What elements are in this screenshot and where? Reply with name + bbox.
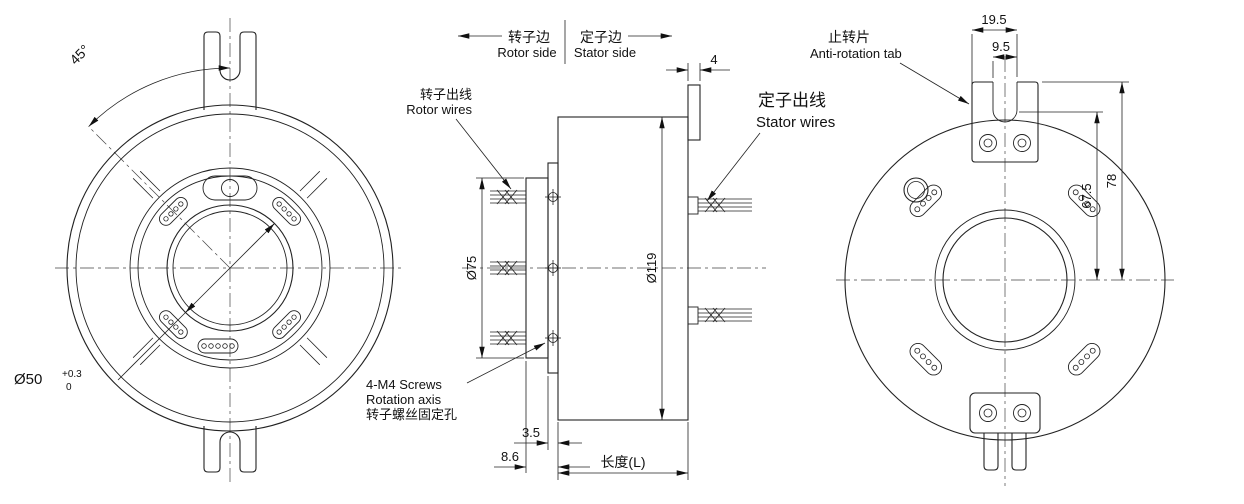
rotor-side-label-en: Rotor side: [497, 45, 556, 60]
rear-bottom-bracket: [969, 392, 1041, 471]
stator-wires-label-en: Stator wires: [756, 114, 835, 131]
rear-cable-hole: [903, 177, 929, 203]
stator-side-label-cn: 定子边: [580, 29, 622, 45]
front-view: 45° Ø50 +0.3 0: [14, 18, 405, 484]
stator-wire-bundles: [698, 197, 752, 323]
length-dimension: 长度(L): [557, 422, 689, 480]
slot-width-label: 9.5: [992, 39, 1010, 54]
anti-rotation-tab-label-en: Anti-rotation tab: [810, 46, 902, 61]
front-diagonal-hatch-marks: [132, 170, 328, 366]
screw-note-callout: 4-M4 Screws Rotation axis 转子螺丝固定孔: [366, 342, 546, 422]
flange-thickness-dimension: 3.5: [514, 376, 582, 450]
stator-housing-body: [557, 116, 689, 421]
stator-wires-callout: 定子出线 Stator wires: [706, 91, 835, 202]
front-rim-circle: [75, 113, 385, 423]
rotor-side-label-cn: 转子边: [508, 29, 550, 45]
front-top-fork-tab: [203, 31, 257, 110]
front-wire-slot-bottom: [197, 338, 239, 354]
rotor-wires-label-cn: 转子出线: [420, 87, 472, 102]
bore-dimension-label: Ø50: [14, 371, 42, 388]
stator-wire-nub-upper: [687, 196, 699, 215]
side-view: 转子边 Rotor side 定子边 Stator side: [366, 20, 835, 480]
front-diagonal-centerline: [89, 127, 231, 269]
rotor-wires-label-en: Rotor wires: [406, 102, 472, 117]
slot-height-label: 67.5: [1079, 183, 1094, 208]
front-wire-slot-upper-left: [159, 197, 188, 226]
rear-view: 止转片 Anti-rotation tab 19.5 9.5 67.5: [810, 12, 1174, 486]
bore-diameter-dimension: Ø50 +0.3 0: [14, 223, 275, 393]
screw-note-line1: 4-M4 Screws: [366, 377, 442, 392]
rear-wire-slot-upper-left: [909, 184, 943, 218]
flange-thickness-label: 3.5: [522, 425, 540, 440]
stator-side-label-en: Stator side: [574, 45, 636, 60]
rear-bore-circle-inner: [942, 217, 1068, 343]
slot-width-dimension: 9.5: [992, 39, 1017, 78]
rotor-wires-callout: 转子出线 Rotor wires: [406, 87, 512, 190]
tab-height-dimension: 78: [1042, 81, 1129, 280]
rear-wire-slot-lower-right: [1067, 342, 1101, 376]
rear-bore-circle-outer: [934, 209, 1076, 351]
length-label: 长度(L): [600, 454, 645, 470]
rotor-hub-diameter-label: Ø75: [464, 256, 479, 281]
front-hub-circle-outer: [129, 167, 331, 369]
angle-dimension-45: 45°: [66, 41, 231, 127]
tab-width-label: 19.5: [981, 12, 1006, 27]
rotor-flange-screws: [545, 189, 561, 346]
slot-height-dimension: 67.5: [1019, 111, 1103, 280]
side-header: 转子边 Rotor side 定子边 Stator side: [458, 20, 672, 64]
hub-depth-label: 8.6: [501, 449, 519, 464]
screw-note-line2: Rotation axis: [366, 392, 442, 407]
body-diameter-label: Ø119: [644, 253, 659, 284]
screw-note-line3: 转子螺丝固定孔: [366, 407, 457, 422]
bore-tolerance-lower: 0: [66, 382, 72, 393]
hub-depth-dimension: 8.6: [494, 361, 590, 473]
stator-wire-nub-lower: [687, 306, 699, 325]
stator-wires-label-cn: 定子出线: [758, 91, 826, 110]
tab-thickness-label: 4: [710, 52, 717, 67]
front-bottom-fork-tab: [203, 426, 257, 473]
angle-dimension-label: 45°: [66, 41, 92, 67]
rear-outer-circle: [844, 119, 1166, 441]
front-wire-slot-lower-left: [159, 310, 188, 339]
front-top-obround-window: [202, 175, 258, 201]
rotor-hub-diameter-dimension: Ø75: [464, 177, 524, 359]
body-diameter-dimension: Ø119: [644, 117, 665, 420]
front-bore-circle: [166, 204, 294, 332]
bore-tolerance-upper: +0.3: [62, 369, 82, 380]
tab-thickness-dimension: 4: [666, 52, 730, 81]
rear-wire-slot-lower-left: [909, 342, 943, 376]
tab-width-dimension: 19.5: [971, 12, 1018, 92]
front-wire-slot-lower-right: [272, 310, 301, 339]
anti-rotation-tab-callout: 止转片 Anti-rotation tab: [810, 29, 970, 105]
anti-rotation-tab-side: [687, 84, 701, 141]
anti-rotation-tab-label-cn: 止转片: [828, 29, 870, 45]
rotor-wire-bundles: [490, 189, 526, 346]
rear-wire-slot-upper-right: [1067, 184, 1101, 218]
front-wire-slot-upper-right: [272, 197, 301, 226]
front-bore-chamfer-circle: [172, 210, 288, 326]
front-outer-flange-circle: [66, 104, 394, 432]
tab-height-label: 78: [1104, 174, 1119, 188]
